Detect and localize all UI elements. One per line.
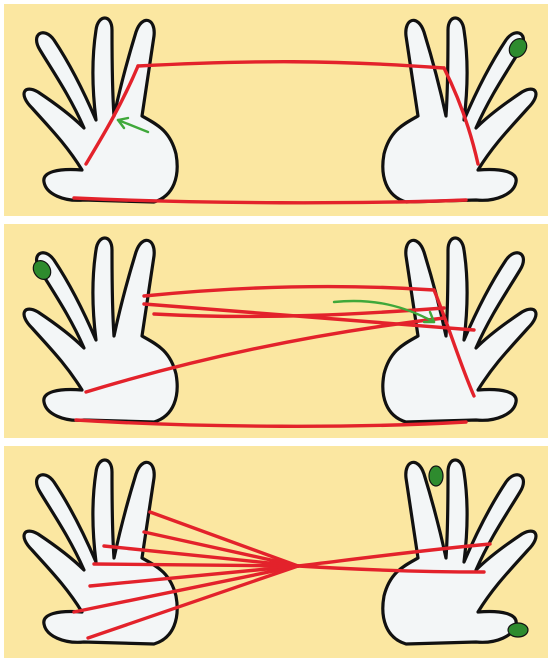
string-fan-4 (94, 564, 298, 566)
green-fingertip-right-index (429, 466, 443, 486)
panel-step-3 (4, 446, 548, 658)
step-1-diagram (4, 4, 548, 216)
step-3-diagram (4, 446, 548, 658)
green-fingertip-right-thumb (508, 623, 528, 637)
string-top (138, 62, 444, 68)
string-top (144, 287, 434, 296)
panel-step-1 (4, 4, 548, 216)
left-hand (24, 18, 177, 202)
step-2-diagram (4, 224, 548, 438)
panel-step-2 (4, 224, 548, 438)
